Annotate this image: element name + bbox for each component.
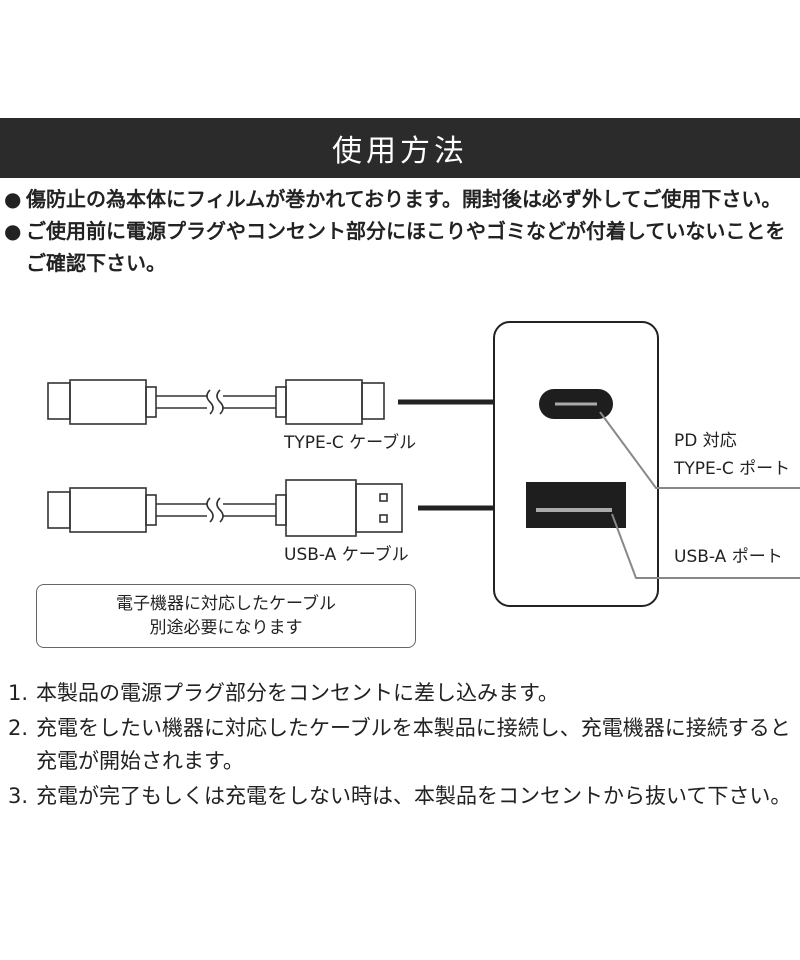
step-item: 3. 充電が完了もしくは充電をしない時は、本製品をコンセントから抜いて下さい。 <box>8 780 798 813</box>
callout-line: 電子機器に対応したケーブル <box>116 594 336 614</box>
connection-diagram <box>47 321 800 607</box>
step-number: 2. <box>8 716 29 740</box>
usba-cable-illustration <box>47 479 403 537</box>
step-text: 本製品の電源プラグ部分をコンセントに差し込みます。 <box>36 681 559 705</box>
cable-required-callout: 電子機器に対応したケーブル 別途必要になります <box>36 584 416 648</box>
step-number: 3. <box>8 784 29 808</box>
step-item: 1. 本製品の電源プラグ部分をコンセントに差し込みます。 <box>8 677 798 710</box>
usba-port <box>526 482 626 528</box>
step-item: 2. 充電をしたい機器に対応したケーブルを本製品に接続し、充電機器に接続すると充… <box>8 712 798 778</box>
notes-list: 傷防止の為本体にフィルムが巻かれております。開封後は必ず外してご使用下さい。 ご… <box>4 183 796 279</box>
note-item: ご使用前に電源プラグやコンセント部分にほこりやゴミなどが付着していないことをご確… <box>4 215 796 279</box>
usba-port-leader-line <box>611 513 800 579</box>
section-title-bar: 使用方法 <box>0 118 800 178</box>
typec-cable-label: TYPE-C ケーブル <box>284 433 417 453</box>
pd-port-label-line1: PD 対応 <box>674 431 737 451</box>
step-text: 充電が完了もしくは充電をしない時は、本製品をコンセントから抜いて下さい。 <box>36 784 792 808</box>
callout-line: 別途必要になります <box>149 618 303 638</box>
usage-steps: 1. 本製品の電源プラグ部分をコンセントに差し込みます。 2. 充電をしたい機器… <box>8 677 798 815</box>
charger-body <box>493 321 659 607</box>
section-title: 使用方法 <box>332 134 468 169</box>
typec-cable-illustration <box>47 379 385 425</box>
step-number: 1. <box>8 681 29 705</box>
note-item: 傷防止の為本体にフィルムが巻かれております。開封後は必ず外してご使用下さい。 <box>4 183 796 215</box>
usba-cable-label: USB-A ケーブル <box>284 545 409 565</box>
step-text: 充電をしたい機器に対応したケーブルを本製品に接続し、充電機器に接続すると充電が開… <box>36 716 791 773</box>
pd-port-leader-line <box>599 411 800 489</box>
pd-port-label-line2: TYPE-C ポート <box>674 459 791 479</box>
usba-port-label: USB-A ポート <box>674 547 783 567</box>
